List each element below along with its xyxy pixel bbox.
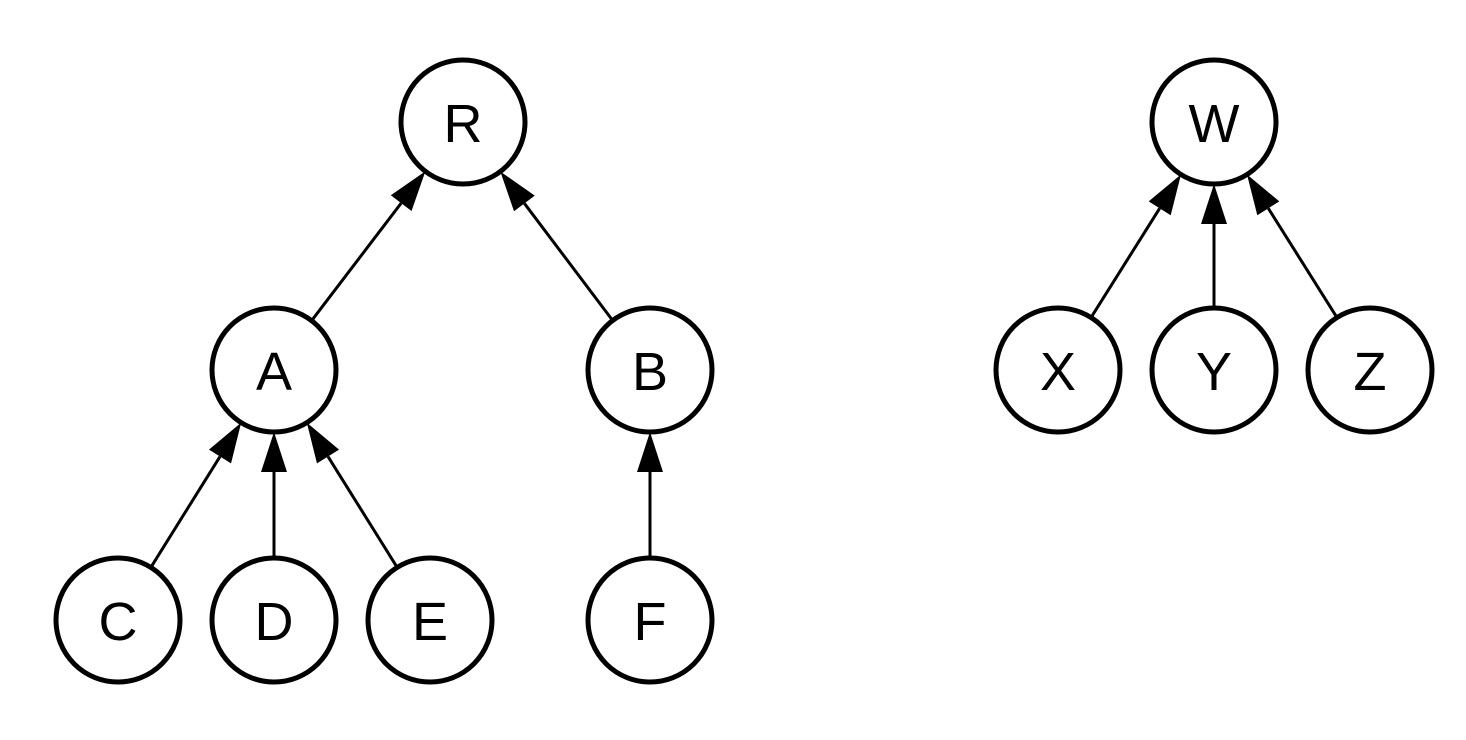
node-label: W xyxy=(1189,94,1240,154)
node-e: E xyxy=(365,555,495,685)
node-x: X xyxy=(993,305,1123,435)
node-label: F xyxy=(634,592,667,652)
node-b: B xyxy=(585,305,715,435)
arrowhead-icon xyxy=(390,171,426,212)
edge-y-w xyxy=(1201,184,1227,308)
node-circle xyxy=(398,57,528,187)
nodes-layer: R A B C D E F W X Y Z xyxy=(53,57,1435,685)
node-r: R xyxy=(398,57,528,187)
node-label: B xyxy=(632,342,668,402)
node-c: C xyxy=(53,555,183,685)
node-label: D xyxy=(255,592,294,652)
node-circle xyxy=(1305,305,1435,435)
node-label: A xyxy=(256,342,292,402)
edge-line xyxy=(1089,207,1161,319)
edge-a-r xyxy=(310,171,426,322)
node-d: D xyxy=(209,555,339,685)
node-z: Z xyxy=(1305,305,1435,435)
arrowhead-icon xyxy=(261,432,287,472)
node-label: E xyxy=(412,592,448,652)
node-circle xyxy=(993,305,1123,435)
arrowhead-icon xyxy=(1148,174,1181,216)
edge-line xyxy=(1267,207,1339,319)
node-label: X xyxy=(1040,342,1076,402)
node-circle xyxy=(1149,57,1279,187)
arrowhead-icon xyxy=(500,171,535,212)
node-y: Y xyxy=(1149,305,1279,435)
arrowhead-icon xyxy=(1247,174,1280,216)
edge-line xyxy=(310,202,403,322)
edge-line xyxy=(149,455,222,569)
node-circle xyxy=(585,555,715,685)
node-label: R xyxy=(444,94,483,154)
edge-line xyxy=(523,202,614,322)
arrowhead-icon xyxy=(208,422,242,464)
edge-x-w xyxy=(1089,174,1181,319)
edge-c-a xyxy=(149,422,242,569)
node-circle xyxy=(209,305,339,435)
node-f: F xyxy=(585,555,715,685)
node-circle xyxy=(53,555,183,685)
edge-z-w xyxy=(1247,174,1339,319)
node-circle xyxy=(365,555,495,685)
arrowhead-icon xyxy=(306,422,340,464)
node-circle xyxy=(209,555,339,685)
edge-f-b xyxy=(637,432,663,558)
edges-layer xyxy=(149,171,1339,569)
edge-b-r xyxy=(500,171,614,322)
edge-e-a xyxy=(306,422,399,569)
node-w: W xyxy=(1149,57,1279,187)
node-circle xyxy=(1149,305,1279,435)
edge-line xyxy=(326,455,399,569)
node-a: A xyxy=(209,305,339,435)
node-circle xyxy=(585,305,715,435)
node-label: Z xyxy=(1354,342,1387,402)
node-label: Y xyxy=(1196,342,1232,402)
node-label: C xyxy=(99,592,138,652)
arrowhead-icon xyxy=(1201,184,1227,224)
edge-d-a xyxy=(261,432,287,558)
arrowhead-icon xyxy=(637,432,663,472)
